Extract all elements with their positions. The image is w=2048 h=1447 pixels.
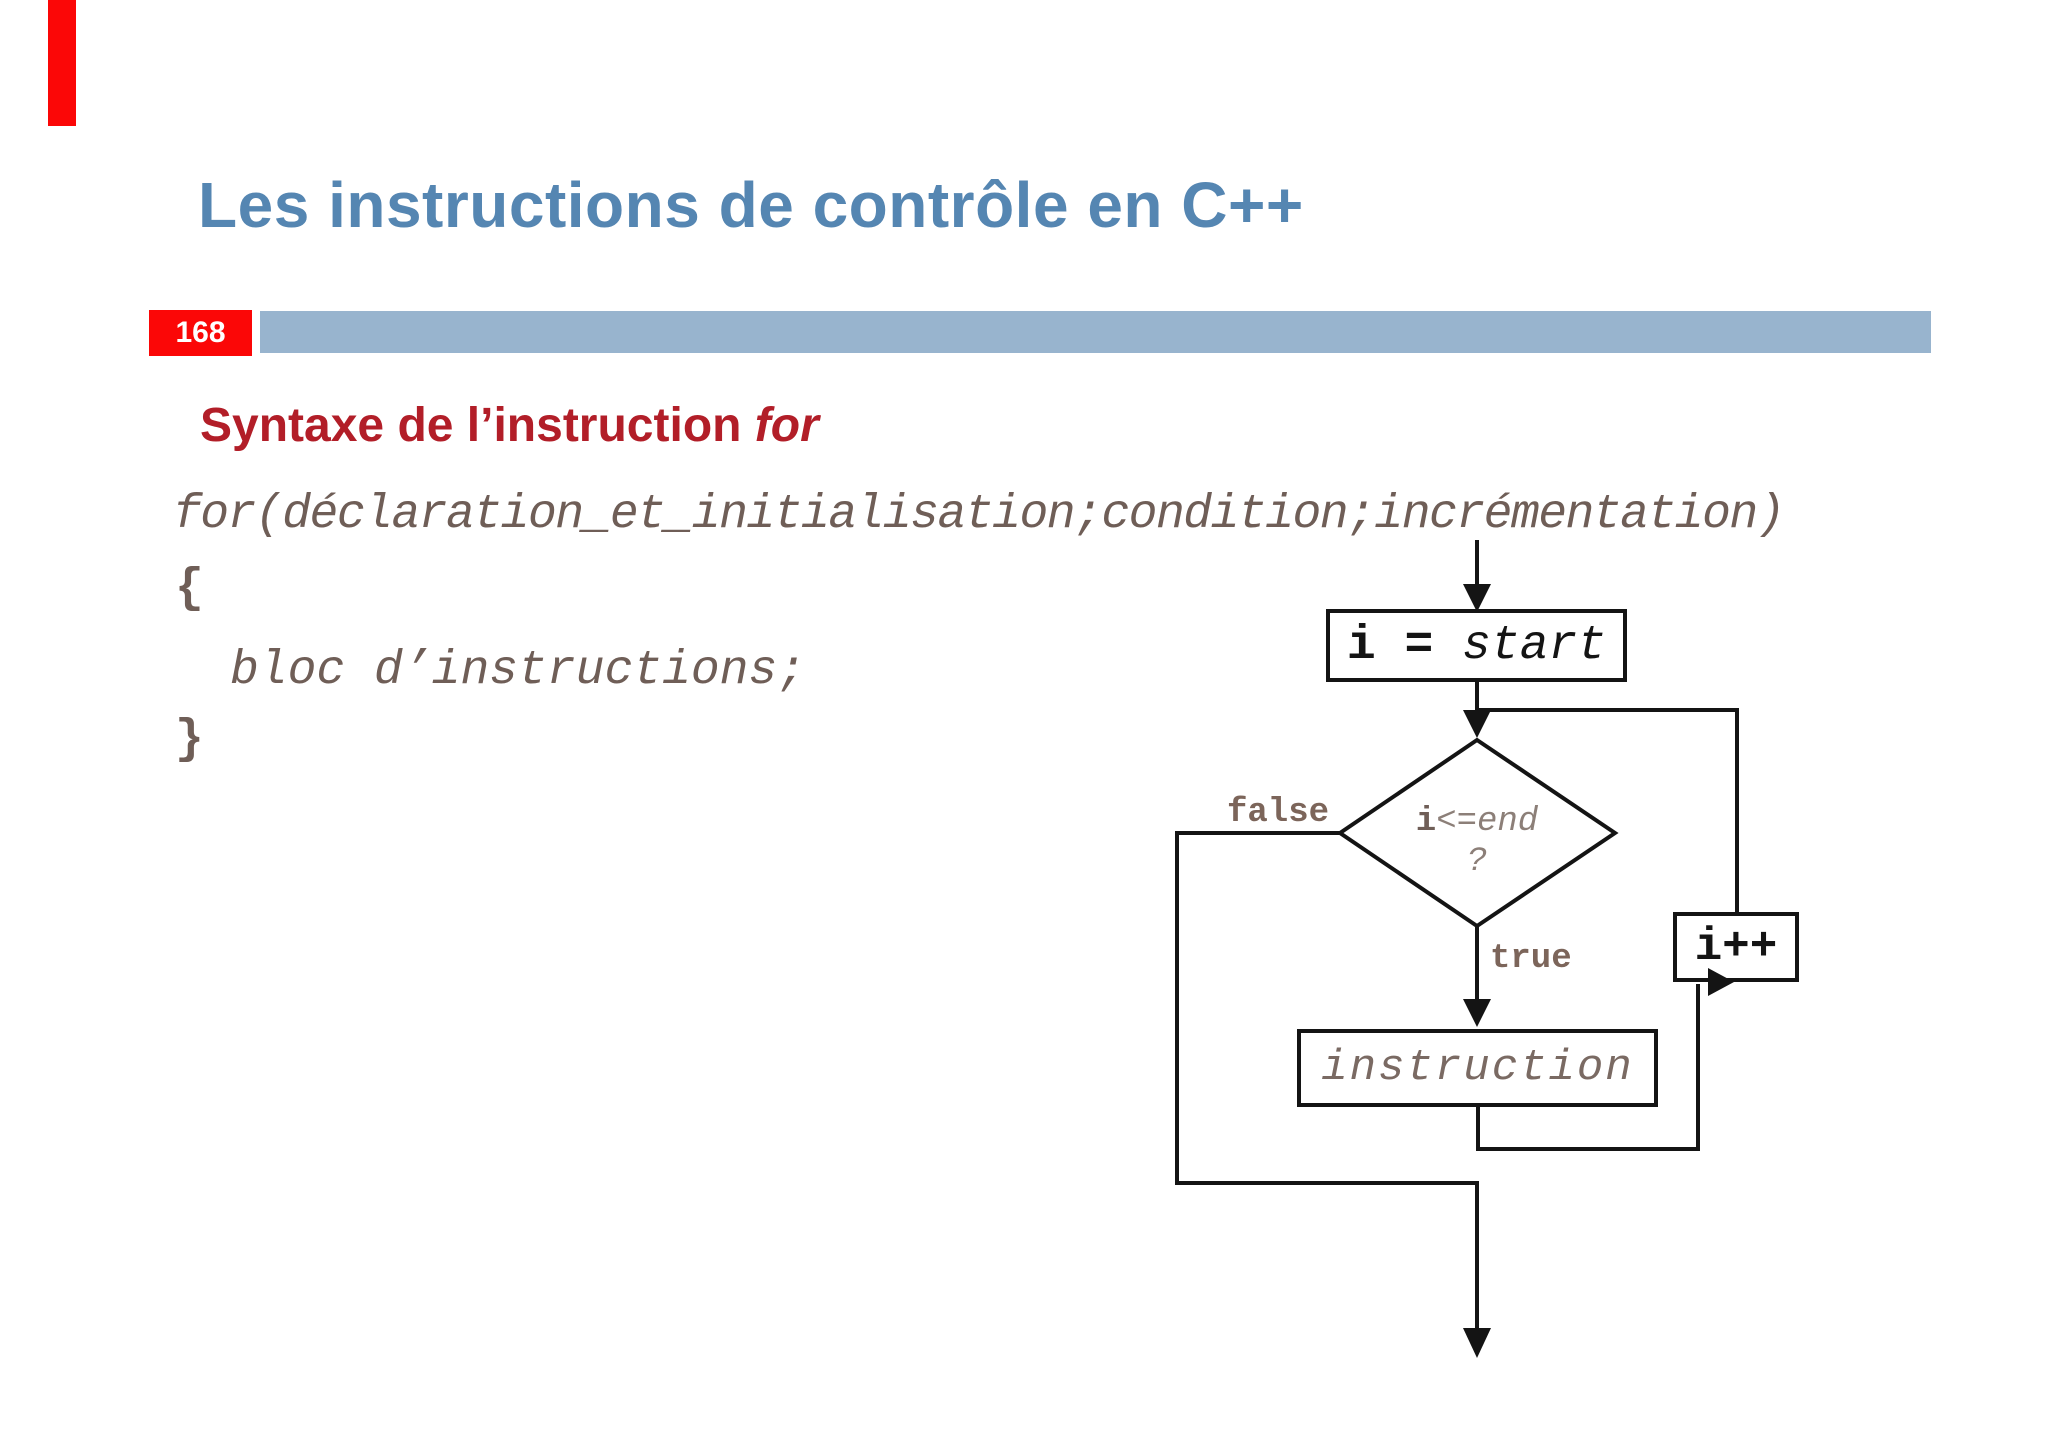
code-open-brace: { [175, 562, 204, 616]
slide-title: Les instructions de contrôle en C++ [198, 169, 1304, 241]
code-close-brace: } [175, 713, 204, 767]
header-divider-bar [260, 311, 1931, 353]
entry-arrowhead [1463, 584, 1491, 612]
instruction-box: instruction [1297, 1029, 1658, 1107]
increment-box: i++ [1673, 912, 1799, 982]
init-value-text: start [1462, 618, 1607, 673]
code-block-body: bloc d’instructions; [230, 644, 807, 698]
red-ribbon-accent [48, 0, 76, 126]
condition-expression: i<=end [1352, 802, 1602, 842]
diamond-arrowhead [1463, 710, 1491, 738]
subtitle-text: Syntaxe de l’instruction [200, 399, 755, 452]
init-variable: i = [1346, 618, 1434, 673]
instruction-arrowhead [1463, 999, 1491, 1027]
exit-arrowhead [1463, 1328, 1491, 1358]
true-branch-label: true [1490, 940, 1572, 978]
code-for-statement: for(déclaration_et_initialisation;condit… [173, 488, 1785, 542]
condition-text: i<=end ? [1352, 802, 1602, 882]
subtitle-keyword-for: for [754, 399, 819, 452]
init-value: start [1433, 619, 1606, 673]
condition-question-mark: ? [1466, 843, 1488, 881]
init-box: i = start [1326, 609, 1627, 682]
condition-comparison: <=end [1436, 803, 1539, 841]
page-number: 168 [175, 316, 226, 349]
page-number-badge: 168 [149, 310, 252, 356]
condition-variable: i [1415, 803, 1437, 841]
section-subtitle: Syntaxe de l’instruction for [200, 398, 819, 453]
false-branch-label: false [1227, 794, 1330, 832]
